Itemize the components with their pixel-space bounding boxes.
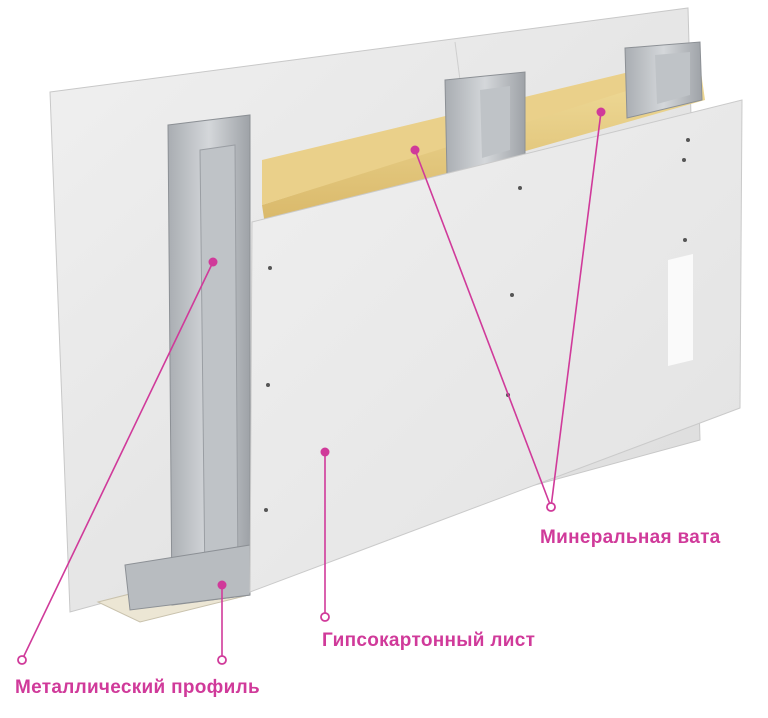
label-gypsum-board: Гипсокартонный лист — [322, 630, 536, 651]
metal-stud-middle — [444, 71, 526, 176]
leader-lines — [21, 111, 602, 661]
leader-end-circles — [17, 502, 556, 665]
metal-stud-left — [124, 114, 251, 611]
metal-stud-right — [624, 41, 703, 119]
leader-dots — [208, 107, 606, 590]
front-gypsum-board — [249, 99, 743, 593]
label-mineral-wool: Минеральная вата — [540, 527, 721, 548]
label-metal-profile: Металлический профиль — [15, 677, 260, 698]
